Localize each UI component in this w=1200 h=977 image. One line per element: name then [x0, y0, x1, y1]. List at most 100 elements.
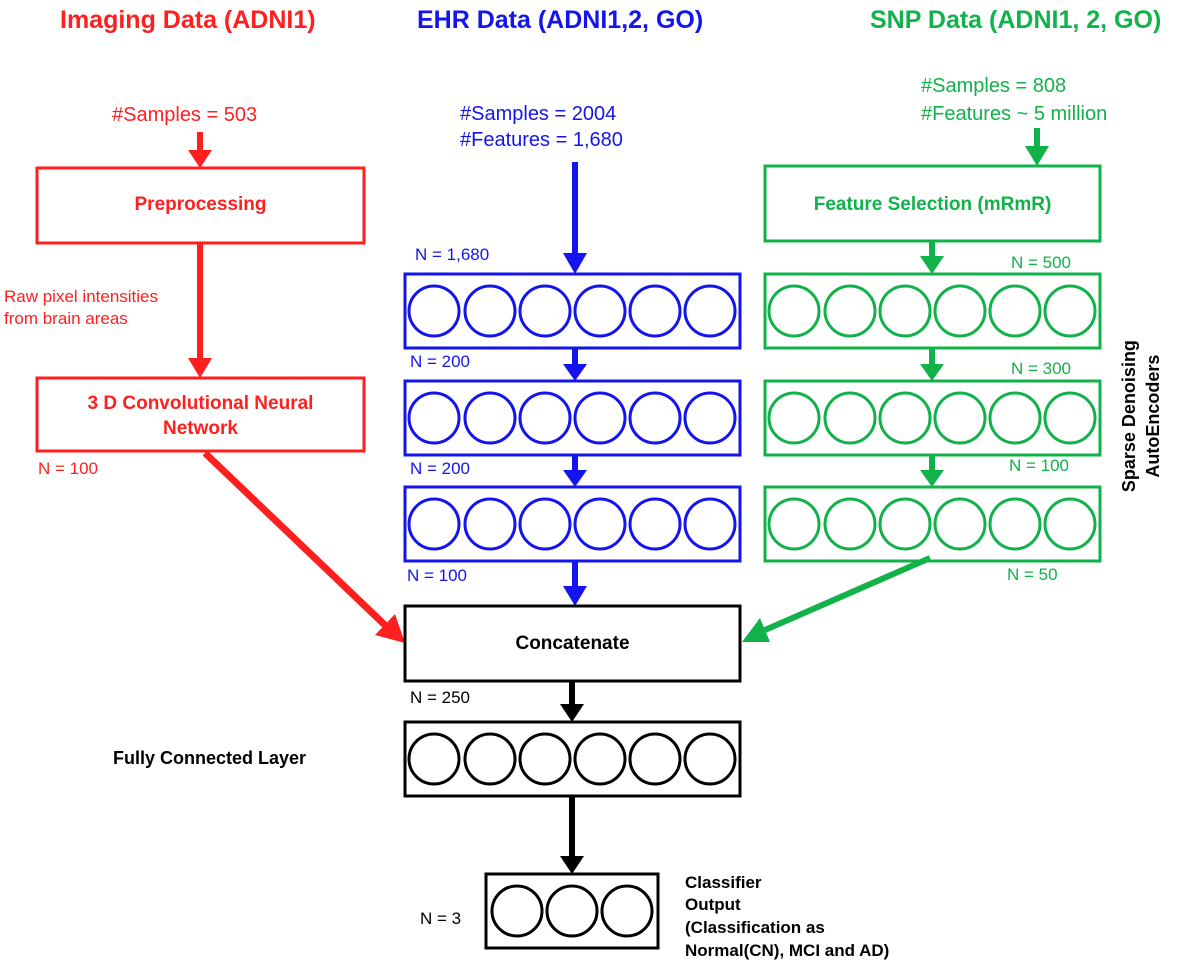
neuron-node — [767, 497, 821, 551]
ehr-input-arrowhead — [563, 253, 587, 274]
neuron-node — [933, 391, 987, 445]
imaging-title: Imaging Data (ADNI1) — [60, 6, 316, 34]
neuron-node — [600, 884, 654, 938]
ehr-to-concat-arrowhead — [563, 586, 587, 606]
neuron-node — [407, 497, 461, 551]
neuron-node — [628, 497, 682, 551]
ehr-features-label: #Features = 1,680 — [460, 129, 623, 151]
neuron-node — [988, 497, 1042, 551]
neuron-node — [628, 732, 682, 786]
preprocessing-box — [35, 166, 366, 245]
ehr-layer-3 — [403, 485, 742, 563]
neuron-node — [573, 391, 627, 445]
neuron-node — [518, 391, 572, 445]
neuron-node — [823, 284, 877, 338]
cnn-box — [35, 376, 366, 453]
cnn-label-line2: Network — [163, 418, 238, 439]
snp-l2-arrowhead — [920, 470, 944, 487]
neuron-node — [407, 284, 461, 338]
snp-n-layer2: N = 100 — [1009, 456, 1070, 475]
imaging-samples-arrowhead — [188, 150, 212, 168]
imaging-to-concat-arrowhead — [375, 614, 405, 643]
neuron-node — [878, 497, 932, 551]
neuron-node — [573, 497, 627, 551]
output-layer-box — [484, 872, 660, 950]
fc-to-output-arrowhead — [560, 856, 584, 874]
imaging-branch-graphics — [35, 132, 405, 643]
snp-to-concat-arrowhead — [742, 618, 770, 642]
neuron-node — [518, 497, 572, 551]
neuron-node — [518, 284, 572, 338]
neuron-node — [1043, 284, 1097, 338]
imaging-samples-label: #Samples = 503 — [112, 104, 258, 126]
neuron-node — [767, 284, 821, 338]
classifier-label-line4: Normal(CN), MCI and AD) — [685, 941, 890, 960]
snp-title: SNP Data (ADNI1, 2, GO) — [870, 6, 1162, 34]
snp-samples-arrowhead — [1025, 146, 1049, 166]
neuron-node — [683, 732, 737, 786]
snp-layer-2 — [763, 379, 1102, 457]
neuron-node — [823, 497, 877, 551]
imaging-to-concat-arrow — [202, 450, 391, 631]
snp-samples-label: #Samples = 808 — [921, 75, 1067, 97]
raw-pixel-label-line1: Raw pixel intensities — [4, 287, 159, 306]
neuron-node — [573, 284, 627, 338]
output-n-label: N = 3 — [420, 909, 462, 928]
neuron-node — [683, 391, 737, 445]
neuron-node — [878, 284, 932, 338]
neuron-node — [463, 391, 517, 445]
neuron-node — [767, 391, 821, 445]
neuron-node — [933, 497, 987, 551]
neuron-node — [1043, 497, 1097, 551]
fully-connected-layer-box — [403, 720, 742, 798]
neuron-node — [628, 284, 682, 338]
ehr-branch-graphics — [403, 162, 742, 606]
neuron-node — [683, 497, 737, 551]
ehr-n-in: N = 1,680 — [415, 245, 490, 264]
neuron-node — [407, 391, 461, 445]
snp-layer-1 — [763, 272, 1102, 350]
neuron-node — [628, 391, 682, 445]
concat-to-fc-arrowhead — [560, 704, 584, 722]
concatenate-label: Concatenate — [515, 633, 630, 654]
fully-connected-label: Fully Connected Layer — [113, 748, 307, 768]
ehr-samples-label: #Samples = 2004 — [460, 103, 617, 125]
concatenate-box — [403, 604, 742, 683]
feature-selection-box — [763, 164, 1102, 243]
cnn-label-line1: 3 D Convolutional Neural — [87, 393, 314, 414]
imaging-n-out: N = 100 — [38, 459, 99, 478]
classifier-label-line3: (Classification as — [685, 918, 825, 937]
snp-layer-3 — [763, 485, 1102, 563]
classifier-label-line1: Classifier — [685, 873, 762, 892]
fusion-graphics — [403, 604, 742, 950]
neuron-node — [988, 391, 1042, 445]
preprocessing-label: Preprocessing — [134, 194, 267, 215]
snp-n-in: N = 500 — [1011, 253, 1072, 272]
neuron-node — [407, 732, 461, 786]
snp-n-out: N = 50 — [1007, 565, 1058, 584]
ehr-l1-arrowhead — [563, 364, 587, 381]
snp-l1-arrowhead — [920, 364, 944, 381]
ehr-n-out: N = 100 — [407, 566, 468, 585]
snp-features-label: #Features ~ 5 million — [921, 103, 1108, 125]
neuron-node — [573, 732, 627, 786]
classifier-label-line2: Output — [685, 895, 741, 914]
ehr-n-layer2: N = 200 — [410, 459, 471, 478]
ehr-layer-2 — [403, 379, 742, 457]
neuron-node — [1043, 391, 1097, 445]
neuron-node — [463, 284, 517, 338]
snp-to-concat-arrow — [763, 555, 932, 633]
autoencoder-label-line1: Sparse Denoising — [1118, 340, 1139, 493]
neuron-node — [823, 391, 877, 445]
raw-pixel-label-line2: from brain areas — [4, 309, 128, 328]
neuron-node — [463, 732, 517, 786]
concat-n-label: N = 250 — [410, 688, 471, 707]
ehr-l2-arrowhead — [563, 470, 587, 487]
ehr-layer-1 — [403, 272, 742, 350]
imaging-preprocess-arrowhead — [188, 358, 212, 378]
feature-selection-label: Feature Selection (mRmR) — [813, 194, 1052, 215]
neuron-node — [878, 391, 932, 445]
snp-branch-graphics — [742, 128, 1102, 642]
